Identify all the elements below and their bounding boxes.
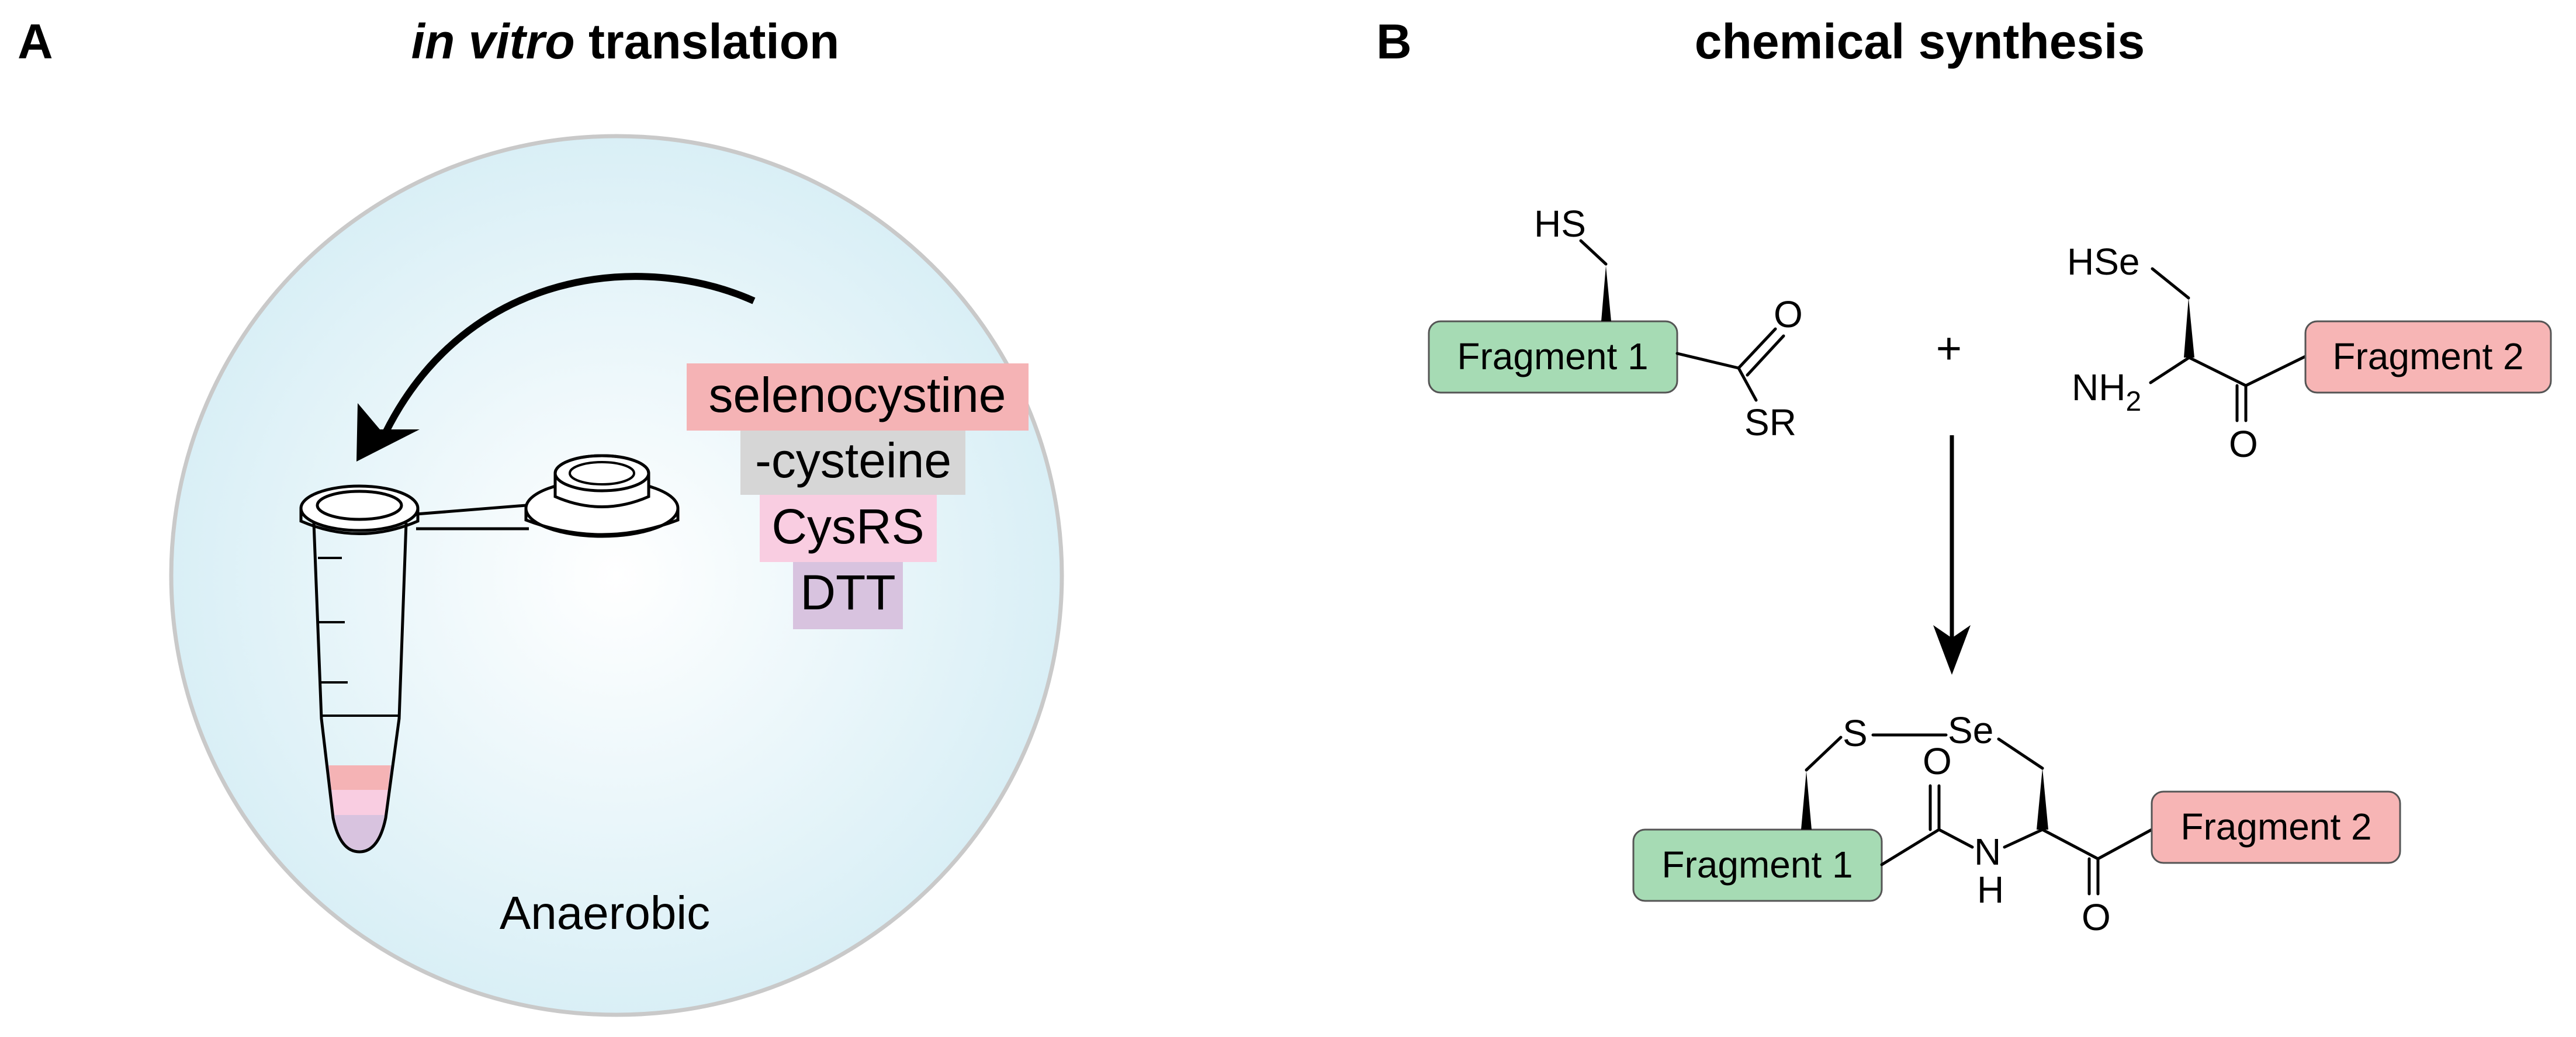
reagent-selenocystine: selenocystine [709,367,1006,422]
atom-o-amide: O [1923,740,1952,782]
fragment2-box-product [2151,790,2401,864]
reactant-thioester: Fragment 1 HS O SR [1428,203,1803,443]
fragment1-label-product: Fragment 1 [1661,844,1853,886]
plus-sign: + [1936,324,1962,373]
transfer-arrow-curve [382,273,756,434]
panel-b-letter: B [1376,14,1412,69]
atom-hs: HS [1534,203,1586,245]
anaerobic-chamber-circle [169,134,1064,1017]
reactant-selenocysteine: HSe NH2 O Fragment 2 [2067,241,2552,465]
cysrs-highlight [760,495,937,562]
condition-label: Anaerobic [500,887,710,939]
atom-sr: SR [1744,401,1796,443]
dtt-highlight [793,562,903,629]
atom-hse: HSe [2067,241,2140,283]
atom-h-amide: H [1977,869,2004,911]
wedge-bond-product-sec [2037,768,2048,830]
atom-se-product: Se [1948,709,1993,751]
panel-a-letter: A [18,14,53,69]
selenocystine-highlight [687,363,1029,431]
wedge-bond-product-cys [1801,771,1812,830]
reagent-cysteine: -cysteine [755,433,951,488]
fragment1-box-reactant [1428,320,1678,394]
atom-o-thioester: O [1774,293,1803,335]
atom-nh2: NH2 [2072,366,2141,417]
atom-s-product: S [1843,712,1868,754]
fragment1-label-reactant: Fragment 1 [1457,335,1648,377]
tube-layer-selenocystine [329,765,390,790]
panel-b-title: chemical synthesis [1695,14,2145,69]
panel-a-title: in vitro translation [411,14,840,69]
atom-n-amide: N [1974,831,2001,873]
reagent-cysrs: CysRS [771,499,924,554]
atom-o-sec: O [2229,423,2258,465]
fragment2-label-reactant: Fragment 2 [2332,335,2523,377]
atom-o-product-sec: O [2082,896,2111,938]
wedge-bond-sec [2184,298,2194,358]
transfer-arrow-head [356,403,420,462]
reagent-dtt: DTT [800,565,895,620]
reaction-arrow-head [1933,625,1971,675]
wedge-bond [1601,266,1611,321]
panel-a-title-rest: translation [575,14,840,69]
fragment2-box-reactant [2304,320,2552,394]
product-ligated-peptide: Fragment 1 S Se O N H O Fragment 2 [1632,709,2401,938]
microcentrifuge-tube-icon [299,454,680,854]
tube-layer-cysrs [332,786,388,815]
cysteine-highlight [740,431,965,495]
fragment2-label-product: Fragment 2 [2180,806,2371,848]
panel-a-title-italic: in vitro [411,14,575,69]
